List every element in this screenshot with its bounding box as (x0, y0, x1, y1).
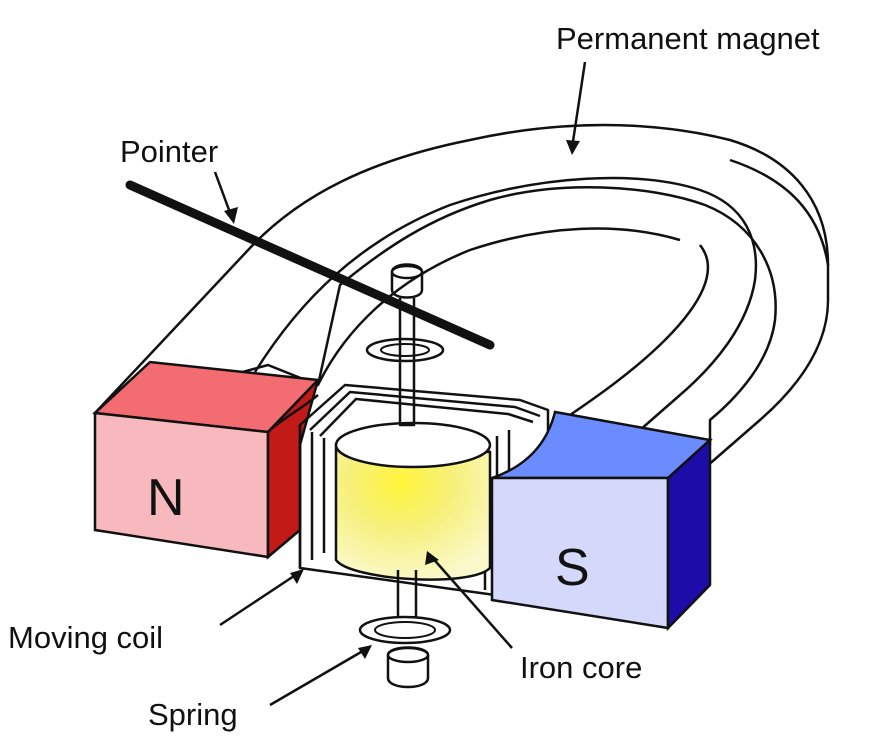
top-spring (365, 337, 445, 363)
spring-label: Spring (148, 697, 238, 732)
pointer-label: Pointer (120, 134, 218, 169)
iron-core (334, 421, 492, 581)
label-arrows (213, 61, 587, 707)
moving-coil-label: Moving coil (8, 620, 163, 655)
south-pole-label: S (555, 539, 590, 597)
bottom-spring (358, 615, 452, 645)
permanent-magnet-label: Permanent magnet (556, 21, 820, 56)
pointer-needle (125, 180, 495, 350)
spindle (358, 263, 452, 689)
iron-core-label: Iron core (520, 650, 642, 685)
north-pole-label: N (147, 469, 185, 527)
permanent-magnet (93, 123, 830, 502)
south-pole: S (490, 410, 713, 632)
north-pole: N (92, 360, 321, 560)
